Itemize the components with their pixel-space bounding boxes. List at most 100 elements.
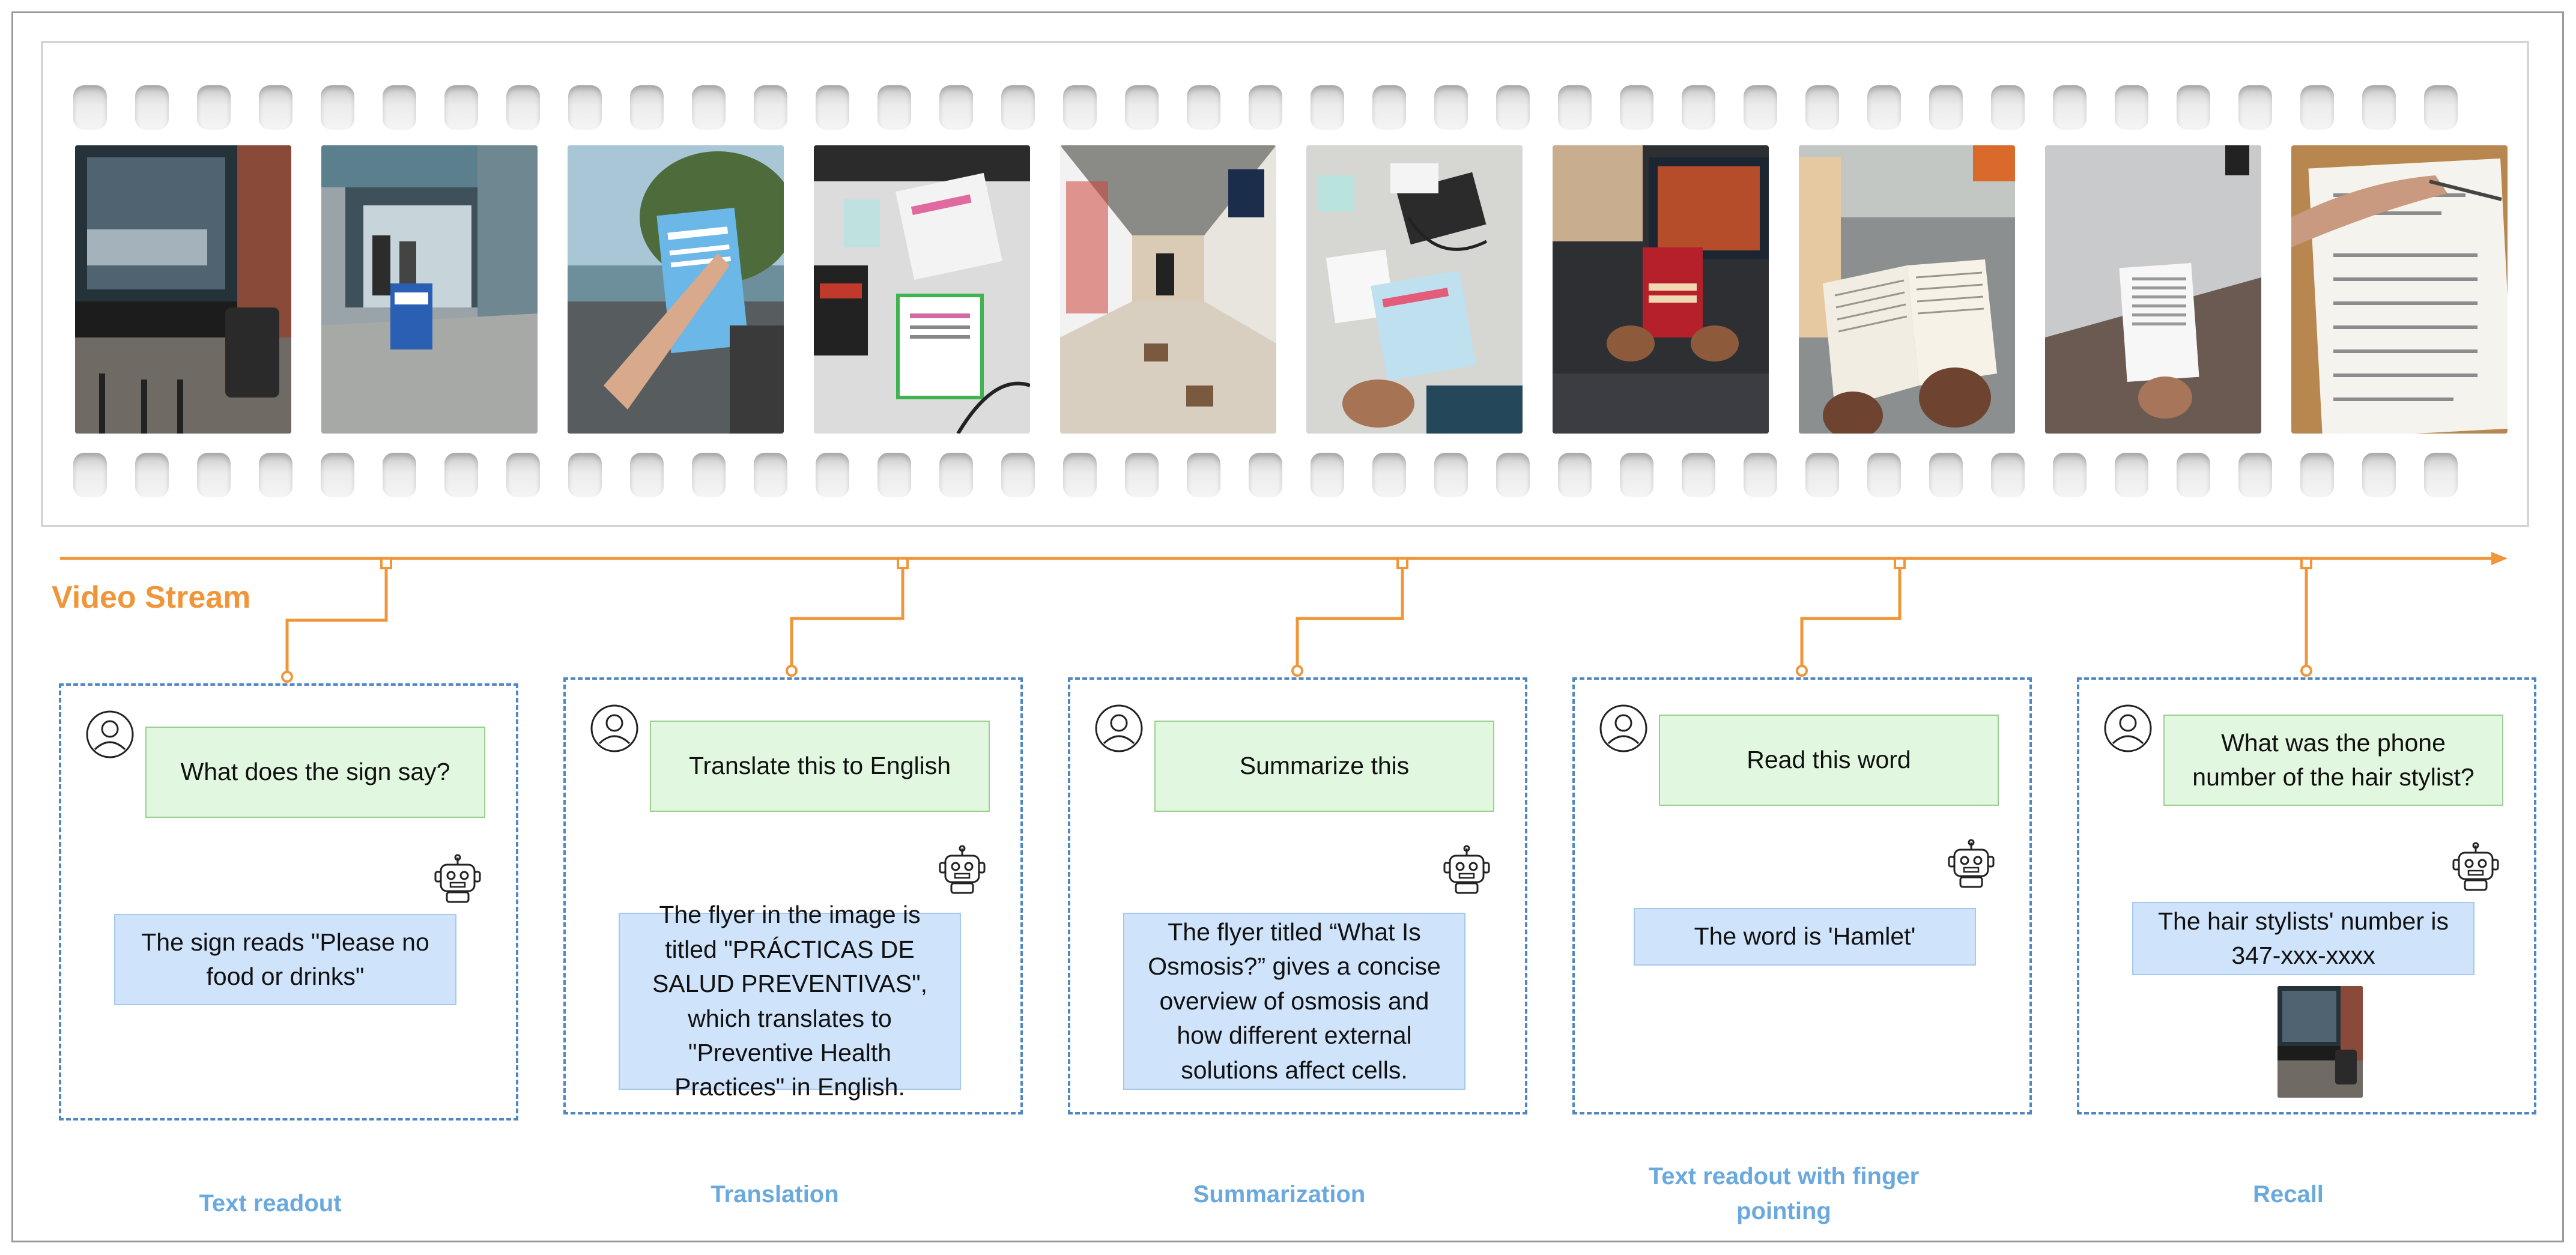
user-question: Translate this to English [650,721,990,812]
frame-book-cover [1553,145,1769,434]
robot-icon [2452,842,2499,891]
film-perforation [506,453,540,497]
user-question: Read this word [1659,715,1999,806]
video-filmstrip [41,41,2529,527]
film-perforation [1249,85,1282,130]
film-perforation [1929,85,1963,130]
user-icon [1599,704,1647,752]
film-perforation [1187,453,1220,497]
frame-paper-document [2045,145,2261,434]
figure-border [11,11,2564,1242]
film-perforation [568,453,602,497]
film-perforation [1991,453,2025,497]
film-perforation [1125,453,1159,497]
film-perforation [1249,453,1282,497]
film-perforation [197,453,231,497]
film-perforation [1496,453,1530,497]
film-perforation [568,85,602,130]
film-perforation [1372,453,1406,497]
film-perforation [1558,85,1592,130]
film-perforation [321,85,354,130]
task-label-recall: Recall [2253,1181,2324,1208]
film-perforation [1929,453,1963,497]
frame-flyers-on-desk [814,145,1030,434]
task-label-summarization: Summarization [1193,1181,1366,1208]
user-question: What does the sign say? [145,727,485,818]
film-perforation [259,453,292,497]
film-perforation [1372,85,1406,130]
film-perforation [135,453,169,497]
task-label-translation: Translation [711,1181,839,1208]
film-perforation [1744,453,1777,497]
robot-icon [939,845,986,894]
film-perforation [692,85,726,130]
film-perforation [1805,453,1839,497]
film-perforation [2300,85,2334,130]
film-perforation [2238,85,2272,130]
robot-icon [1948,839,1995,888]
film-perforation [1682,85,1715,130]
film-perforation [2424,453,2458,497]
film-perforation [1867,85,1901,130]
film-perforation [692,453,726,497]
video-stream-label: Video Stream [52,580,251,615]
film-perforation [1805,85,1839,130]
film-perforation [1063,453,1097,497]
film-perforation [1187,85,1220,130]
film-perforation [630,85,664,130]
film-perforation [816,85,849,130]
frame-open-book-pointing [1799,145,2015,434]
qa-card-translation: Translate this to English The flyer in t… [563,677,1023,1114]
user-question: Summarize this [1154,721,1494,812]
frame-flyer-on-window [568,145,784,434]
assistant-answer: The flyer in the image is titled "PRÁCTI… [619,901,961,1101]
recalled-frame-thumbnail [2277,986,2363,1098]
film-perforation [1311,453,1344,497]
qa-card-summarization: Summarize this The flyer titled “What Is… [1068,677,1527,1114]
frame-desk-flyer-osmosis [1306,145,1523,434]
qa-card-text-readout: What does the sign say? The sign reads "… [59,683,518,1120]
user-icon [86,710,134,758]
frame-mall-corridor [1060,145,1276,434]
task-label-text-readout: Text readout [199,1190,342,1217]
task-label-finger-pointing: Text readout with finger pointing [1648,1163,1920,1224]
film-perforation [1991,85,2025,130]
film-perforation [1063,85,1097,130]
film-perforation [135,85,169,130]
film-perforation [321,453,354,497]
film-perforation [1744,85,1777,130]
film-perforations-bottom [73,453,2500,497]
film-perforation [1001,453,1035,497]
film-perforation [630,453,664,497]
film-perforation [754,453,787,497]
film-perforation [1434,85,1468,130]
film-perforation [73,453,107,497]
film-perforation [444,453,478,497]
film-perforation [877,85,911,130]
film-perforation [73,85,107,130]
film-perforation [1867,453,1901,497]
film-perforation [383,453,416,497]
film-perforation [1496,85,1530,130]
film-perforation [383,85,416,130]
film-perforation [1311,85,1344,130]
assistant-answer: The flyer titled “What Is Osmosis?” give… [1123,913,1465,1090]
film-perforation [1001,85,1035,130]
user-icon [2104,704,2152,752]
film-perforation [2115,453,2148,497]
film-perforation [506,85,540,130]
film-perforation [2177,85,2210,130]
film-perforation [939,85,973,130]
qa-card-recall: What was the phone number of the hair st… [2077,677,2536,1114]
qa-card-finger-pointing: Read this word The word is 'Hamlet' [1572,677,2032,1114]
robot-icon [1443,845,1490,894]
film-perforation [1558,453,1592,497]
film-perforation [444,85,478,130]
frame-worksheet-writing [2291,145,2508,434]
frame-storefront-window [75,145,291,434]
film-perforation [1434,453,1468,497]
assistant-answer: The word is 'Hamlet' [1634,908,1976,966]
frame-building-entrance-sign [321,145,538,434]
assistant-answer: The hair stylists' number is 347-xxx-xxx… [2132,902,2474,975]
